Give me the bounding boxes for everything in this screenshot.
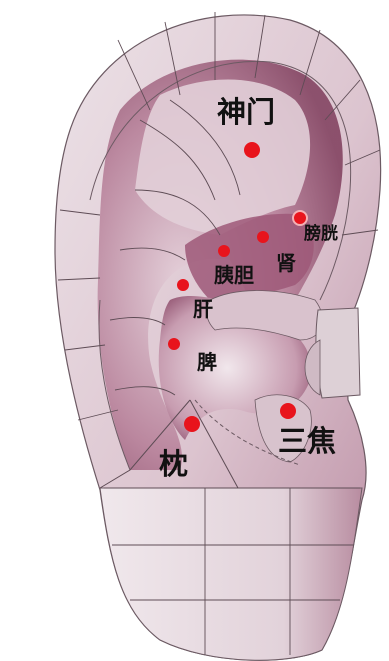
point-shenmen (244, 142, 260, 158)
point-sanjiao (280, 403, 296, 419)
label-pangguang: 膀胱 (304, 224, 338, 244)
label-zhen: 枕 (159, 447, 189, 481)
label-shen: 肾 (276, 251, 296, 275)
antihelix-crus (206, 290, 324, 341)
point-pangguang (292, 210, 308, 226)
point-shen (257, 231, 269, 243)
label-shenmen: 神门 (217, 95, 276, 129)
point-yidan (218, 245, 230, 257)
cymba-concha (185, 213, 314, 300)
antitragus (254, 394, 312, 463)
point-gan (177, 279, 189, 291)
label-yidan: 胰胆 (214, 263, 254, 287)
point-pi (168, 338, 180, 350)
point-zhen (184, 416, 200, 432)
triangular-fossa (135, 79, 311, 235)
label-pi: 脾 (197, 350, 217, 374)
label-gan: 肝 (193, 297, 213, 321)
label-sanjiao: 三焦 (278, 424, 337, 458)
intertragic-dash (194, 399, 301, 466)
earlobe (99, 487, 363, 661)
